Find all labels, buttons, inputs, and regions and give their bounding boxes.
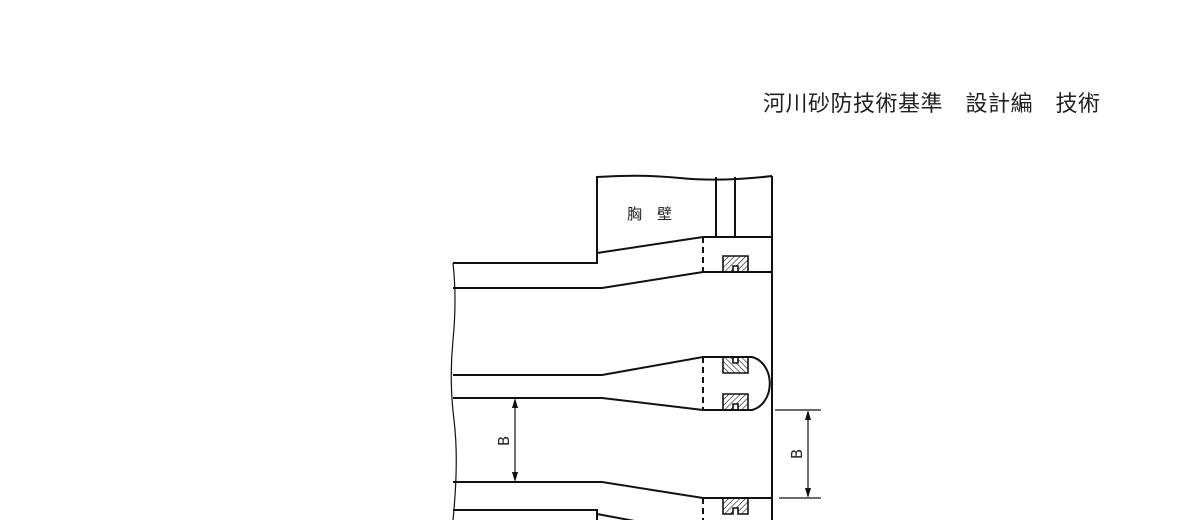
break-line [450,262,457,520]
pier [453,356,771,411]
seal-hatch-icon [722,393,749,411]
chest-wall-label: 胸 壁 [627,205,672,223]
dimension-left-label: B [495,436,513,446]
lower-abutment [453,481,772,520]
seal-hatch-icon [722,356,749,374]
seal-hatch-icon [722,255,749,273]
upper-abutment [453,237,749,289]
dimension-right: B [775,409,821,499]
document-header-title: 河川砂防技術基準 設計編 技術 [763,92,1101,117]
chest-wall: 胸 壁 [596,174,773,273]
dimension-right-label: B [788,449,806,459]
seal-hatch-icon [722,497,749,515]
dimension-left: B [495,398,518,482]
